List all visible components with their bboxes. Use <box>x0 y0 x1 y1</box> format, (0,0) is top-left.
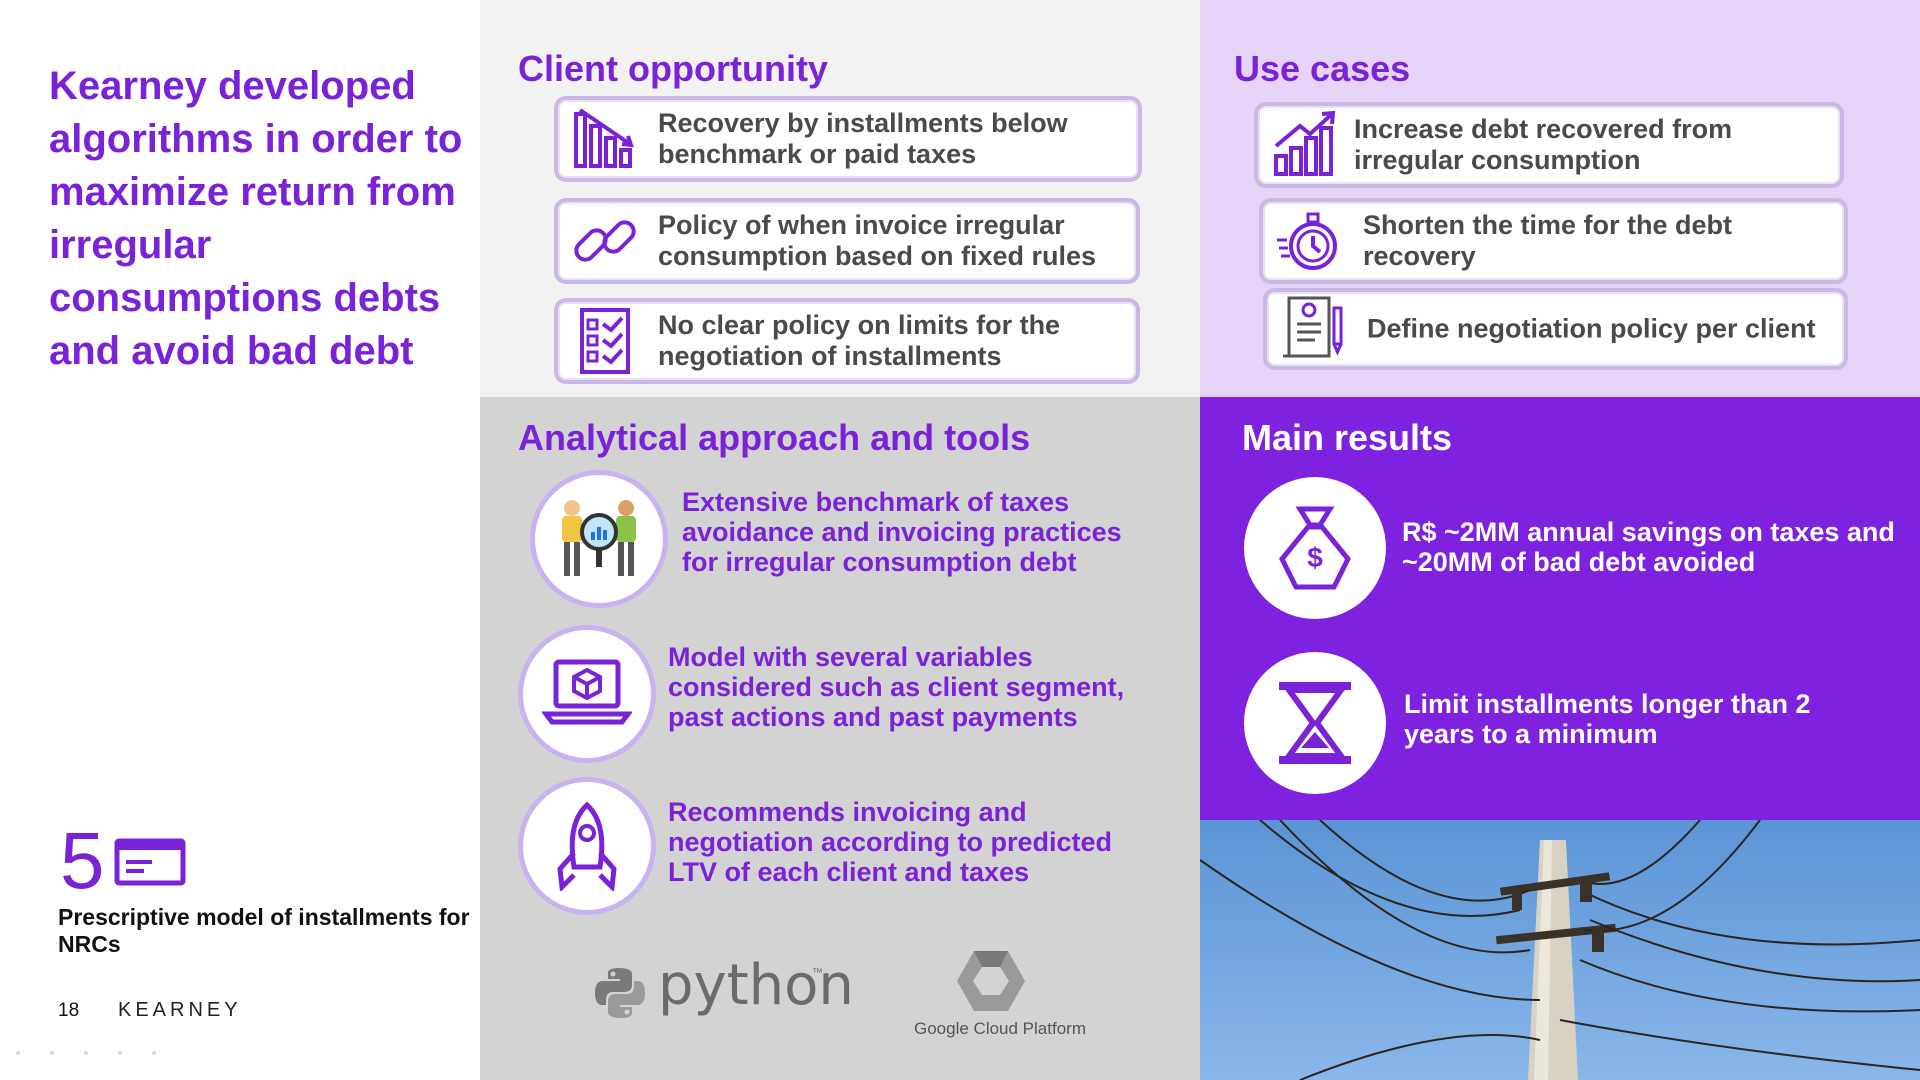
checklist-icon <box>580 308 630 374</box>
rocket-circle <box>518 777 656 915</box>
main-results-title: Main results <box>1242 417 1453 458</box>
client-opportunity-title: Client opportunity <box>518 48 828 89</box>
money-bag-circle: $ <box>1244 477 1386 619</box>
use-case-text-2: Shorten the time for the debt recovery <box>1363 210 1733 271</box>
client-opportunity-card-1: Recovery by installments below benchmark… <box>554 96 1142 182</box>
power-lines-image <box>1200 820 1920 1080</box>
approach-text-3: Recommends invoicing and negotiation acc… <box>668 797 1113 887</box>
stat-number: 5 <box>60 816 105 905</box>
main-results-section: Main results $ R$ ~2MM annual savings on… <box>1200 397 1920 820</box>
client-opportunity-card-3: No clear policy on limits for the negoti… <box>554 298 1140 384</box>
growth-chart-icon <box>1274 110 1336 176</box>
slide-headline: Kearney developed algorithms in order to… <box>49 64 463 373</box>
laptop-circle <box>518 625 656 763</box>
slide-dots <box>16 1042 186 1060</box>
approach-text-1: Extensive benchmark of taxes avoidance a… <box>682 487 1122 577</box>
left-panel: Kearney developed algorithms in order to… <box>0 0 480 1080</box>
use-cases-title: Use cases <box>1234 48 1411 89</box>
result-text-2: Limit installments longer than 2 years t… <box>1404 689 1811 749</box>
stat-label: Prescriptive model of installments for N… <box>58 904 470 957</box>
google-cloud-platform-label: Google Cloud Platform <box>914 1019 1086 1038</box>
power-pole-photo <box>1200 820 1920 1080</box>
use-case-card-3: Define negotiation policy per client <box>1263 288 1848 370</box>
client-opportunity-text-2: Policy of when invoice irregular consump… <box>658 210 1097 271</box>
use-case-text-1: Increase debt recovered from irregular c… <box>1354 114 1733 175</box>
client-opportunity-card-2: Policy of when invoice irregular consump… <box>554 198 1140 284</box>
hourglass-circle <box>1244 652 1386 794</box>
use-case-card-1: Increase debt recovered from irregular c… <box>1254 102 1844 188</box>
approach-text-2: Model with several variables considered … <box>668 642 1125 732</box>
client-opportunity-text-1: Recovery by installments below benchmark… <box>658 108 1068 169</box>
analysts-magnifier-icon <box>562 500 636 576</box>
contract-document-icon <box>1283 296 1343 358</box>
analytical-approach-title: Analytical approach and tools <box>518 417 1031 458</box>
brand-logo: KEARNEY <box>118 999 242 1021</box>
card-document-icon <box>114 838 186 886</box>
rocket-icon <box>557 801 617 891</box>
stopwatch-icon <box>1277 212 1337 270</box>
laptop-cube-icon <box>542 659 632 725</box>
money-bag-icon: $ <box>1279 506 1351 590</box>
analytical-approach-section: Analytical approach and tools Extensive … <box>480 397 1200 1080</box>
use-case-text-3: Define negotiation policy per client <box>1367 313 1816 344</box>
python-trademark: ™ <box>812 967 823 979</box>
use-case-card-2: Shorten the time for the debt recovery <box>1259 198 1848 284</box>
use-cases-section: Use cases Increase debt recovered from i… <box>1200 0 1920 397</box>
python-logo-icon <box>595 968 645 1018</box>
client-opportunity-text-3: No clear policy on limits for the negoti… <box>658 310 1061 371</box>
python-label: python <box>658 953 854 1018</box>
result-text-1: R$ ~2MM annual savings on taxes and ~20M… <box>1402 517 1895 577</box>
hourglass-icon <box>1279 682 1351 764</box>
client-opportunity-section: Client opportunity Recovery by installme… <box>480 0 1200 397</box>
chain-link-icon <box>574 220 636 262</box>
svg-text:$: $ <box>1307 542 1323 573</box>
analysts-circle <box>530 470 668 608</box>
bar-chart-down-icon <box>574 108 634 168</box>
page-number: 18 <box>58 1000 80 1021</box>
google-cloud-platform-logo-icon <box>957 951 1025 1011</box>
